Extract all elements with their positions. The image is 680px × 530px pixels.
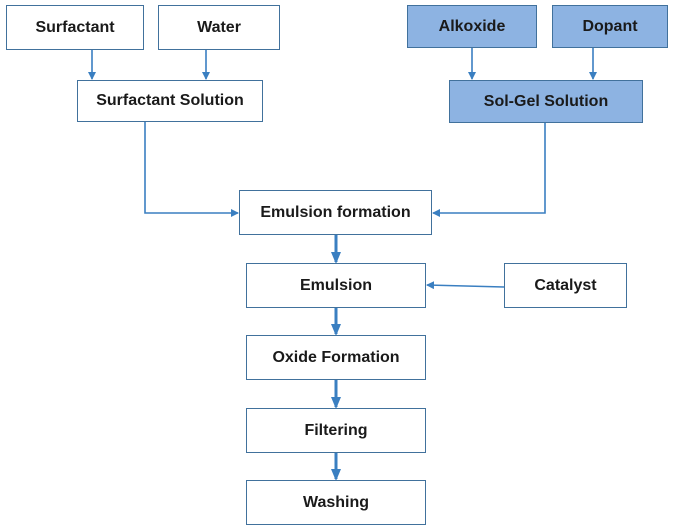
arrow-solgel-solution-to-emulsion-formation [432, 123, 546, 217]
node-washing: Washing [246, 480, 426, 525]
node-filtering: Filtering [246, 408, 426, 453]
arrow-surfactant-solution-to-emulsion-formation [144, 122, 239, 217]
arrow-catalyst-to-emulsion [426, 281, 505, 290]
node-dopant: Dopant [552, 5, 668, 48]
node-solgel-solution: Sol-Gel Solution [449, 80, 643, 123]
node-surfactant-solution: Surfactant Solution [77, 80, 263, 122]
node-emulsion: Emulsion [246, 263, 426, 308]
node-catalyst: Catalyst [504, 263, 627, 308]
node-surfactant: Surfactant [6, 5, 144, 50]
node-oxide-formation: Oxide Formation [246, 335, 426, 380]
node-emulsion-formation: Emulsion formation [239, 190, 432, 235]
node-water: Water [158, 5, 280, 50]
node-alkoxide: Alkoxide [407, 5, 537, 48]
